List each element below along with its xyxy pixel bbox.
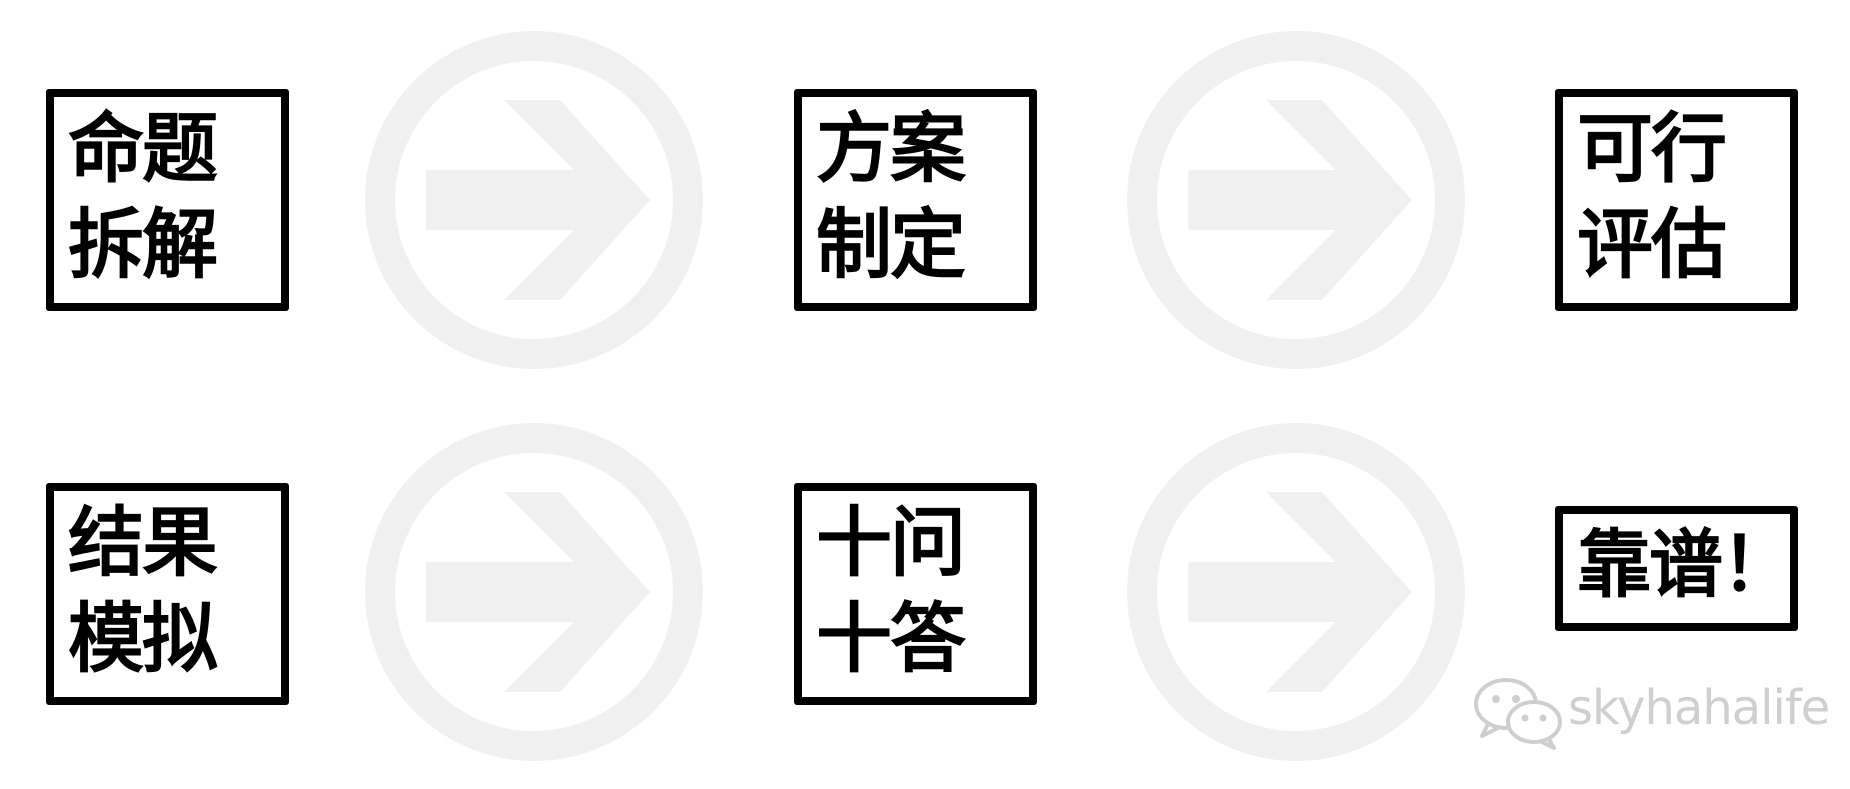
step-box-5: 十问 十答 <box>794 483 1037 705</box>
step-box-4: 结果 模拟 <box>46 483 289 705</box>
step-box-1: 命题 拆解 <box>46 89 289 311</box>
arrow-right-circle-icon <box>364 30 704 370</box>
step-5-line-2: 十答 <box>816 594 966 683</box>
step-6-label: 靠谱！ <box>1577 522 1795 608</box>
watermark-text: skyhahalife <box>1568 680 1830 736</box>
step-1-line-2: 拆解 <box>68 200 218 289</box>
step-3-line-2: 评估 <box>1577 200 1727 289</box>
arrow-right-circle-icon <box>1126 422 1466 762</box>
step-box-3: 可行 评估 <box>1555 89 1798 311</box>
step-box-6: 靠谱！ <box>1555 506 1798 631</box>
step-box-2: 方案 制定 <box>794 89 1037 311</box>
step-1-line-1: 命题 <box>68 104 218 193</box>
step-4-line-1: 结果 <box>68 498 218 587</box>
wechat-icon <box>1474 678 1562 750</box>
step-5-line-1: 十问 <box>816 498 966 587</box>
step-4-line-2: 模拟 <box>68 594 218 683</box>
step-3-line-1: 可行 <box>1577 104 1727 193</box>
watermark: skyhahalife <box>1468 672 1838 752</box>
step-2-line-1: 方案 <box>816 104 966 193</box>
arrow-right-circle-icon <box>1126 30 1466 370</box>
step-2-line-2: 制定 <box>816 200 966 289</box>
arrow-right-circle-icon <box>364 422 704 762</box>
